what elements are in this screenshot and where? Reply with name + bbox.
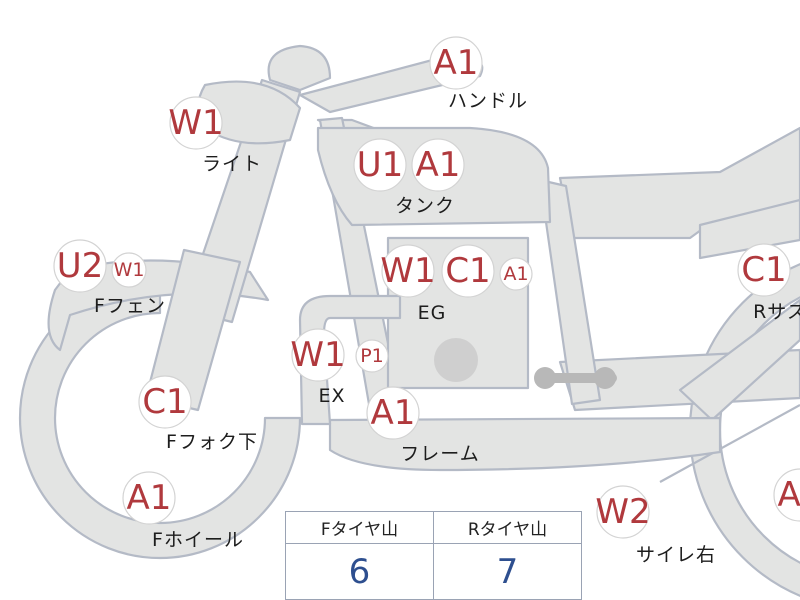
exhaust-grade-badge (355, 339, 389, 373)
light-annotation: W1 ライト (168, 96, 262, 175)
side-cover-right-grade-badge (596, 485, 650, 539)
front-fork-lower-label: Fフォク下 (166, 431, 258, 453)
front-fender-grade-badge (111, 252, 147, 288)
engine-grade-badge (381, 244, 435, 298)
rear-wheel-grade-1: A1 (778, 475, 800, 515)
tire-tread-value-row: 6 7 (285, 543, 582, 600)
rear-shock-shape (678, 298, 800, 422)
front-fender-label: Fフェン (94, 295, 166, 317)
tank-annotation: U1 A1 タンク (353, 138, 465, 217)
front-wheel-grade-badge (122, 471, 176, 525)
exhaust-label: EX (318, 385, 345, 407)
engine-grade-badge (441, 244, 495, 298)
rear-tread-header: Rタイヤ山 (433, 511, 582, 544)
tank-grade-badge (353, 138, 407, 192)
rear-suspension-label: Rサス (753, 301, 800, 323)
tank-grade-badge (411, 138, 465, 192)
rear-suspension-grade-badge (737, 243, 791, 297)
front-tread-header: Fタイヤ山 (285, 511, 434, 544)
engine-grade-badge (499, 257, 533, 291)
front-fender-grade-2: W1 (114, 259, 145, 281)
exhaust-grade-1: W1 (290, 335, 345, 375)
side-cover-right-annotation: W2 サイレ右 (595, 485, 716, 566)
side-cover-right-label: サイレ右 (636, 544, 716, 566)
front-wheel-label: Fホイール (152, 529, 244, 551)
engine-grade-2: C1 (445, 251, 490, 291)
front-fender-grade-1: U2 (57, 246, 104, 286)
rear-wheel-grade-badge (773, 468, 800, 522)
handle-grade-1: A1 (434, 43, 479, 83)
engine-grade-1: W1 (380, 251, 435, 291)
light-label: ライト (202, 153, 262, 175)
tire-tread-header-row: Fタイヤ山 Rタイヤ山 (285, 511, 582, 544)
front-fender-grade-badge (53, 239, 107, 293)
exhaust-grade-2: P1 (360, 345, 384, 367)
side-cover-right-grade-1: W2 (595, 492, 650, 532)
frame-annotation: A1 フレーム (366, 386, 479, 465)
tank-grade-1: U1 (357, 145, 404, 185)
front-fork-lower-grade-badge (138, 375, 192, 429)
front-wheel-grade-1: A1 (127, 478, 172, 518)
frame-label: フレーム (400, 443, 479, 465)
motorcycle-illustration (18, 44, 800, 597)
frame-grade-badge (366, 386, 420, 440)
tank-grade-2: A1 (416, 145, 461, 185)
rear-tread-value: 7 (433, 543, 582, 600)
light-grade-badge (169, 96, 223, 150)
exhaust-grade-badge (291, 328, 345, 382)
frame-grade-1: A1 (371, 393, 416, 433)
front-tread-value: 6 (285, 543, 434, 600)
front-fork-lower-grade-1: C1 (142, 382, 187, 422)
engine-label: EG (418, 302, 447, 324)
handle-annotation: A1 ハンドル (429, 36, 528, 112)
rear-suspension-grade-1: C1 (741, 250, 786, 290)
tire-tread-table: Fタイヤ山 Rタイヤ山 6 7 (285, 511, 582, 600)
light-grade-1: W1 (168, 103, 223, 143)
tank-label: タンク (395, 195, 455, 217)
engine-grade-3: A1 (503, 263, 528, 285)
rear-wheel-annotation: A1 (773, 468, 800, 522)
handle-label: ハンドル (448, 90, 528, 112)
handle-grade-badge (429, 36, 483, 90)
